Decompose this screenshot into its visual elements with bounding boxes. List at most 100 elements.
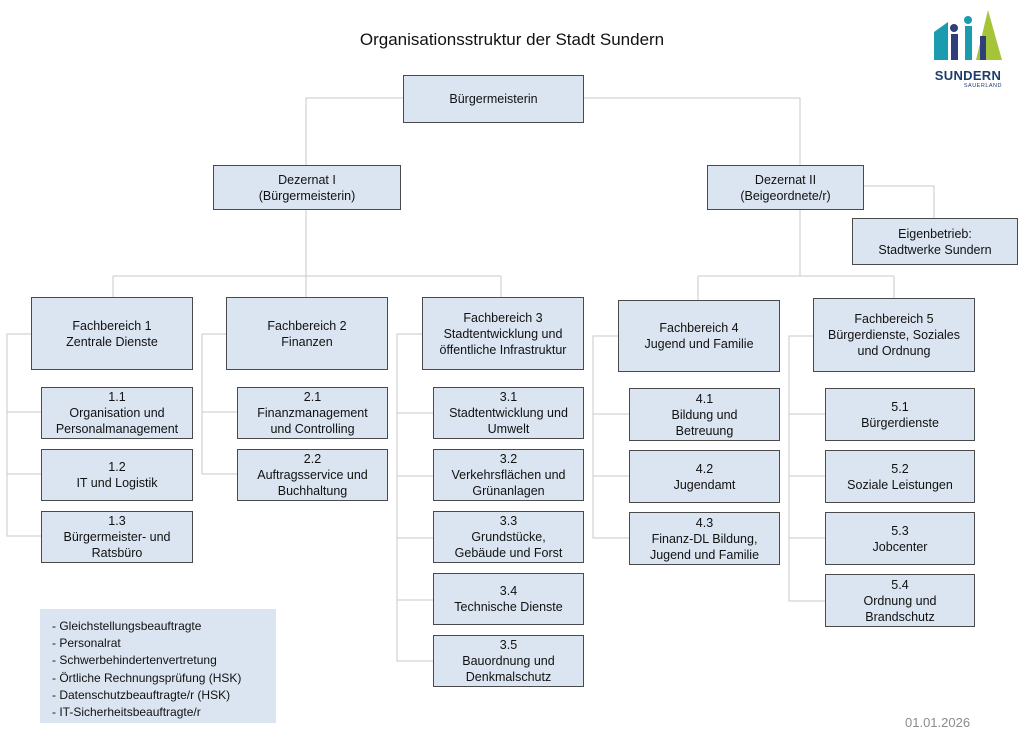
box-line: Fachbereich 2	[267, 318, 347, 333]
unit-5-2-box: 5.2 Soziale Leistungen	[825, 450, 975, 503]
unit-4-1-box: 4.1 Bildung und Betreuung	[629, 388, 780, 441]
box-line: 1.2	[108, 460, 126, 474]
box-line: Ordnung und	[863, 593, 937, 608]
box-line: Finanzmanagement	[257, 406, 368, 420]
dezernat-1-box: Dezernat I (Bürgermeisterin)	[213, 165, 401, 210]
box-line: Technische Dienste	[454, 600, 563, 614]
box-line: 4.1	[695, 391, 714, 406]
box-line: Grünanlagen	[472, 484, 545, 498]
staff-item: - Gleichstellungsbeauftragte	[52, 619, 202, 633]
box-line: Soziale Leistungen	[847, 477, 953, 492]
fachbereich-1-box: Fachbereich 1 Zentrale Dienste	[31, 297, 193, 370]
box-line: Buchhaltung	[277, 484, 348, 498]
staff-item: - Datenschutzbeauftragte/r (HSK)	[52, 687, 231, 702]
box-line: Jugendamt	[673, 477, 736, 492]
sundern-logo: SUNDERN SAUERLAND	[930, 8, 1006, 90]
box-line: 2.2	[303, 452, 322, 466]
box-line: Brandschutz	[865, 609, 935, 624]
box-line: Bürgerdienste, Soziales	[827, 328, 961, 342]
fachbereich-4-box: Fachbereich 4 Jugend und Familie	[618, 300, 780, 372]
box-line: Bürgerdienste	[861, 415, 939, 430]
box-line: Bürgermeister- und	[63, 530, 171, 544]
box-line: 2.1	[303, 390, 322, 404]
box-line: Dezernat I	[278, 172, 336, 187]
box-line: Jugend und Familie	[644, 337, 754, 351]
page-title: Organisationsstruktur der Stadt Sundern	[359, 30, 665, 49]
box-line: 5.3	[891, 523, 909, 538]
unit-3-1-box: 3.1 Stadtentwicklung und Umwelt	[433, 387, 584, 439]
box-line: Finanz-DL Bildung,	[651, 531, 758, 546]
date-stamp: 01.01.2026	[905, 715, 971, 730]
unit-2-2-box: 2.2 Auftragsservice und Buchhaltung	[237, 449, 388, 501]
unit-3-5-box: 3.5 Bauordnung und Denkmalschutz	[433, 635, 584, 687]
dezernat-2-box: Dezernat II (Beigeordnete/r)	[707, 165, 864, 210]
unit-5-4-box: 5.4 Ordnung und Brandschutz	[825, 574, 975, 627]
unit-1-3-box: 1.3 Bürgermeister- und Ratsbüro	[41, 511, 193, 563]
unit-5-3-box: 5.3 Jobcenter	[825, 512, 975, 565]
staff-item: - Personalrat	[52, 636, 121, 651]
box-line: Gebäude und Forst	[454, 546, 563, 560]
box-line: 3.4	[499, 584, 518, 598]
box-line: 3.5	[499, 638, 518, 652]
box-line: Dezernat II	[754, 172, 817, 187]
box-line: Fachbereich 4	[659, 321, 739, 335]
box-line: Stadtwerke Sundern	[878, 242, 992, 257]
box-line: Zentrale Dienste	[66, 334, 158, 349]
box-line: und Ordnung	[857, 344, 931, 358]
fachbereich-3-box: Fachbereich 3 Stadtentwicklung und öffen…	[422, 297, 584, 370]
box-line: Verkehrsflächen und	[451, 468, 566, 482]
logo-region: SAUERLAND	[963, 83, 1002, 89]
box-line: Finanzen	[281, 334, 333, 349]
box-line: Bürgermeisterin	[449, 92, 538, 106]
buergermeisterin-box: Bürgermeisterin	[403, 75, 584, 123]
box-line: Eigenbetrieb:	[898, 226, 972, 241]
unit-1-1-box: 1.1 Organisation und Personalmanagement	[41, 387, 193, 439]
box-line: und Controlling	[270, 422, 355, 436]
box-line: Fachbereich 1	[72, 318, 152, 333]
box-line: Umwelt	[487, 422, 530, 436]
staff-item: - Schwerbehindertenvertretung	[52, 653, 217, 668]
fachbereich-5-box: Fachbereich 5 Bürgerdienste, Soziales un…	[813, 298, 975, 372]
box-line: 5.1	[891, 399, 909, 414]
box-line: (Beigeordnete/r)	[740, 188, 831, 203]
box-line: Grundstücke,	[471, 530, 546, 544]
box-line: IT und Logistik	[76, 476, 158, 490]
logo-wordmark: SUNDERN	[934, 68, 1002, 83]
box-line: (Bürgermeisterin)	[258, 188, 356, 203]
box-line: 3.2	[499, 452, 518, 466]
unit-5-1-box: 5.1 Bürgerdienste	[825, 388, 975, 441]
unit-4-3-box: 4.3 Finanz-DL Bildung, Jugend und Famili…	[629, 512, 780, 565]
box-line: 1.3	[108, 514, 126, 528]
logo-emblem-icon	[934, 10, 1002, 60]
box-line: 3.3	[499, 514, 518, 528]
unit-4-2-box: 4.2 Jugendamt	[629, 450, 780, 503]
box-line: 1.1	[108, 390, 126, 404]
unit-3-4-box: 3.4 Technische Dienste	[433, 573, 584, 625]
box-line: Fachbereich 5	[854, 312, 934, 326]
box-line: 4.3	[695, 515, 714, 530]
unit-3-3-box: 3.3 Grundstücke, Gebäude und Forst	[433, 511, 584, 563]
staff-item: - Örtliche Rechnungsprüfung (HSK)	[52, 670, 242, 685]
box-line: Denkmalschutz	[465, 670, 552, 684]
box-line: 5.4	[891, 577, 909, 592]
fachbereich-2-box: Fachbereich 2 Finanzen	[226, 297, 388, 370]
box-line: Auftragsservice und	[257, 468, 368, 482]
box-line: Organisation und	[69, 406, 165, 420]
staff-positions-box: - Gleichstellungsbeauftragte - Personalr…	[40, 609, 276, 723]
box-line: Fachbereich 3	[463, 310, 543, 325]
box-line: Jugend und Familie	[649, 547, 760, 562]
box-line: Ratsbüro	[91, 546, 143, 560]
box-line: 3.1	[499, 390, 518, 404]
unit-1-2-box: 1.2 IT und Logistik	[41, 449, 193, 501]
box-line: öffentliche Infrastruktur	[439, 342, 567, 357]
box-line: Betreuung	[675, 423, 734, 438]
box-line: Bildung und	[671, 407, 738, 422]
staff-item: - IT-Sicherheitsbeauftragte/r	[52, 705, 201, 720]
box-line: Bauordnung und	[462, 654, 555, 668]
box-line: 4.2	[695, 461, 714, 476]
eigenbetrieb-box: Eigenbetrieb: Stadtwerke Sundern	[852, 218, 1018, 265]
unit-3-2-box: 3.2 Verkehrsflächen und Grünanlagen	[433, 449, 584, 501]
box-line: Stadtentwicklung und	[443, 326, 563, 341]
box-line: 5.2	[891, 461, 909, 476]
